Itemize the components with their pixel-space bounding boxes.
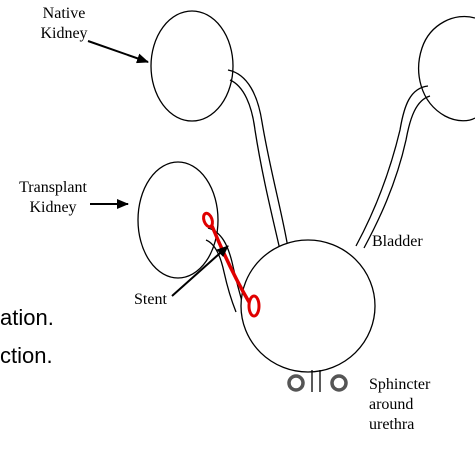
ureter-left-inner xyxy=(230,80,280,250)
sphincter-ring-left xyxy=(289,376,303,390)
native-kidney-arrow xyxy=(88,41,148,62)
sphincter-label-line2: around xyxy=(369,395,430,415)
native-kidney-label-line1: Native xyxy=(34,4,94,24)
sphincter-ring-right xyxy=(332,376,346,390)
ureter-right-inner xyxy=(364,96,430,248)
bladder xyxy=(241,240,375,372)
partial-text-line1: ation. xyxy=(0,305,54,331)
stent-label: Stent xyxy=(134,290,167,310)
sphincter-label-line1: Sphincter xyxy=(369,375,430,395)
ureter-left-outer xyxy=(228,70,288,248)
native-kidney-label: Native Kidney xyxy=(34,4,94,44)
sphincter-label-line3: urethra xyxy=(369,415,430,435)
native-kidney-label-line2: Kidney xyxy=(34,24,94,44)
native-kidney-left xyxy=(151,11,233,121)
transplant-kidney-label-line1: Transplant xyxy=(8,178,98,198)
transplant-kidney xyxy=(138,162,218,278)
transplant-kidney-label: Transplant Kidney xyxy=(8,178,98,218)
partial-text-line2: ction. xyxy=(0,343,53,369)
native-kidney-right xyxy=(419,16,475,120)
bladder-label: Bladder xyxy=(372,232,423,252)
sphincter-label: Sphincter around urethra xyxy=(369,375,430,435)
ureter-right-outer xyxy=(356,86,428,246)
transplant-kidney-label-line2: Kidney xyxy=(8,198,98,218)
stent xyxy=(212,226,249,302)
